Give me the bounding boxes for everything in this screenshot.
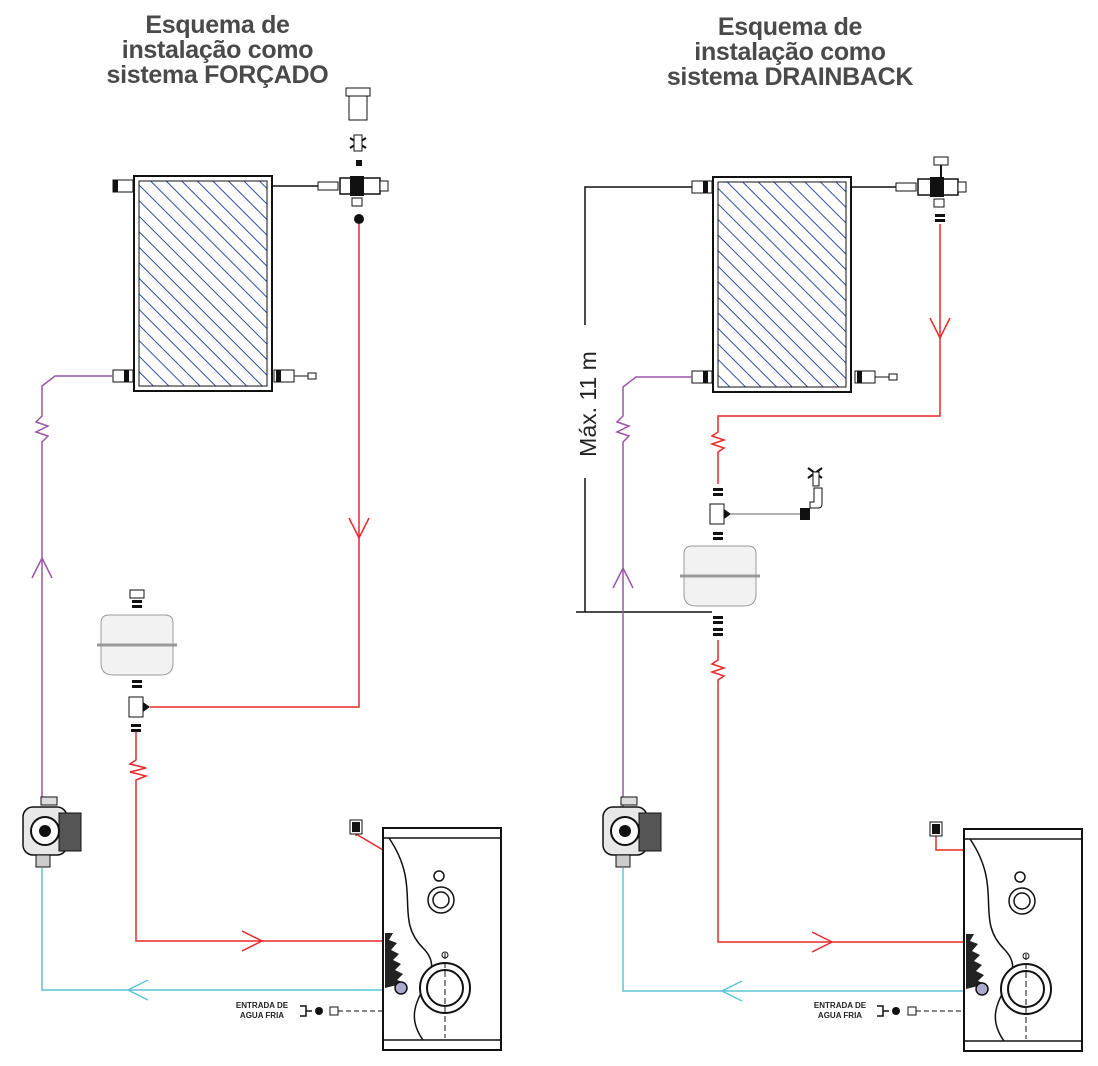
max-height-label: Máx. 11 m	[575, 351, 601, 457]
air-purger-valve	[317, 87, 389, 224]
return-flow-line-forced	[31, 375, 113, 800]
expansion-vessel-forced	[95, 589, 179, 732]
solar-collector-panel	[138, 180, 268, 387]
solar-collector-frame-drainback	[712, 176, 852, 393]
temperature-sensor-drainback	[929, 821, 943, 837]
collector-fitting-bottom-left	[112, 369, 134, 383]
collector-fitting-top-left-drainback	[691, 180, 713, 194]
circulation-pump-forced	[22, 796, 82, 868]
cold-water-inlet-drainback: ENTRADA DE AGUA FRIA	[814, 1001, 964, 1020]
title-drainback-system: Esquema de instalação como sistema DRAIN…	[666, 13, 914, 91]
solar-collector-frame	[133, 175, 273, 392]
storage-tank-drainback	[963, 828, 1083, 1052]
air-purger-valve-drainback	[895, 156, 967, 222]
storage-tank-forced	[382, 827, 502, 1051]
return-flow-line-drainback	[612, 376, 692, 810]
collector-plug-bottom-right-drainback	[854, 370, 898, 384]
hot-flow-line-forced	[128, 224, 384, 952]
circulation-pump-drainback	[602, 796, 662, 868]
max-height-dimension	[576, 186, 712, 613]
cold-flow-line-drainback	[622, 868, 976, 1002]
forced-system-diagram: ENTRADA DE AGUA FRIA	[22, 87, 502, 1051]
cold-water-label-line1-drainback: ENTRADA DE	[814, 1001, 867, 1010]
hot-flow-line-drainback	[709, 224, 964, 953]
drainback-vessel	[678, 544, 762, 636]
cold-water-label-line2: AGUA FRIA	[240, 1011, 284, 1020]
cold-water-label-line2-drainback: AGUA FRIA	[818, 1011, 862, 1020]
cold-flow-line-forced	[41, 868, 395, 1001]
cold-water-inlet-forced: ENTRADA DE AGUA FRIA	[236, 1001, 384, 1020]
solar-collector-panel-drainback	[717, 181, 847, 388]
collector-fitting-top-left	[112, 179, 134, 193]
cold-water-label-line1: ENTRADA DE	[236, 1001, 289, 1010]
drainback-system-diagram: Máx. 11 m	[575, 156, 1083, 1052]
temperature-sensor-forced	[349, 819, 363, 835]
collector-fitting-bottom-left-drainback	[691, 370, 713, 384]
title-forced-system: Esquema de instalação como sistema FORÇA…	[106, 11, 329, 89]
drain-valve-assembly	[709, 467, 823, 540]
collector-plug-bottom-right	[273, 369, 317, 383]
